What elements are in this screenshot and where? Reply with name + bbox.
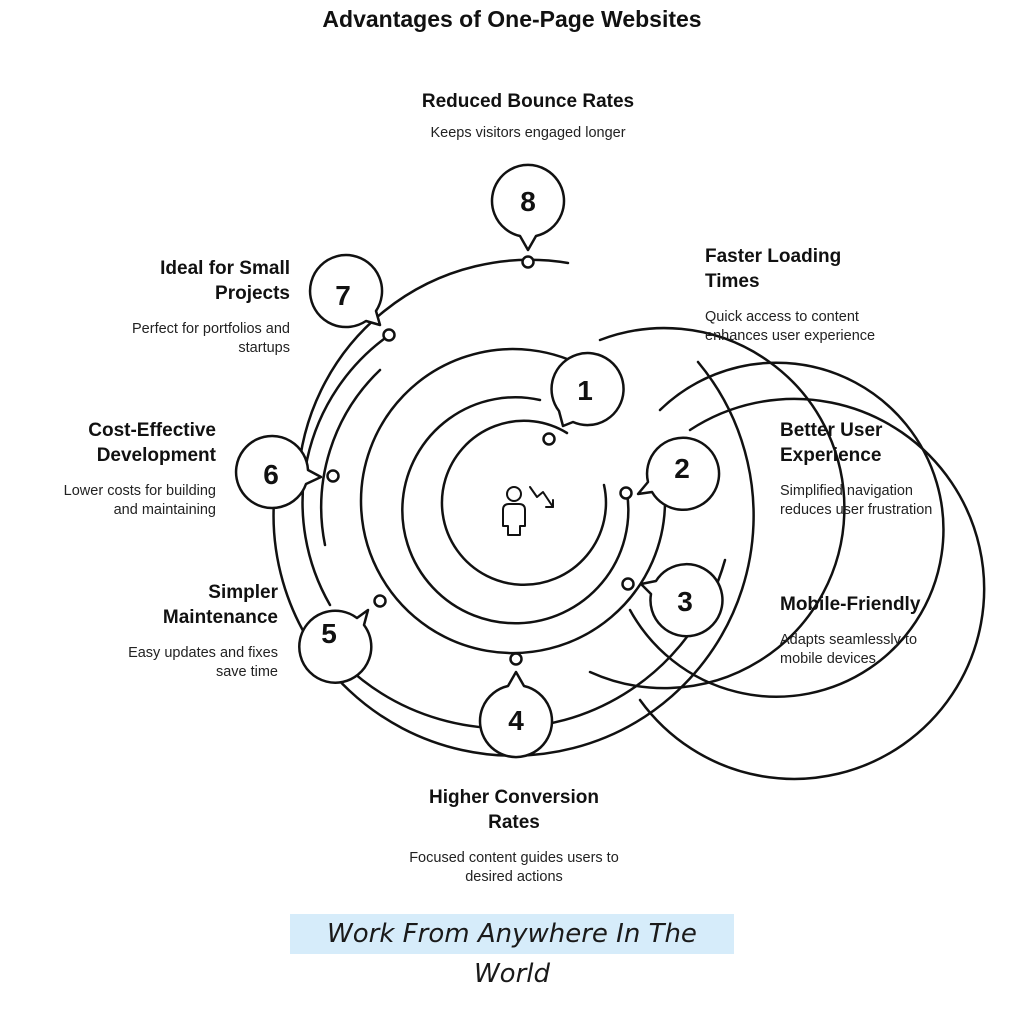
dot-6 <box>326 469 340 483</box>
bubble-4: 4 <box>478 670 554 759</box>
person-descending-trend-icon <box>502 486 554 536</box>
item-7-description: Perfect for portfolios and startups <box>132 321 290 356</box>
bubble-6: 6 <box>234 434 323 510</box>
item-1-description: Quick access to content enhances user ex… <box>705 309 876 344</box>
dot-7 <box>382 328 396 342</box>
ring-5 <box>588 326 846 690</box>
bubble-1: 1 <box>550 351 625 428</box>
item-1: Faster Loading Times Quick access to con… <box>705 244 895 345</box>
item-3: Mobile-Friendly Adapts seamlessly to mob… <box>780 592 945 668</box>
ring-8 <box>301 334 390 607</box>
ring-10 <box>296 258 570 482</box>
item-4-description: Focused content guides users to desired … <box>409 850 619 885</box>
bubble-7: 7 <box>308 253 384 329</box>
dot-2 <box>619 486 633 500</box>
ring-1 <box>440 419 608 586</box>
footer-banner: Work From Anywhere In The World <box>290 914 734 989</box>
bubble-number-7: 7 <box>335 280 351 311</box>
item-6: Cost-Effective Development Lower costs f… <box>40 418 216 519</box>
dot-1 <box>542 432 556 446</box>
bubble-number-1: 1 <box>577 375 593 406</box>
item-8-description: Keeps visitors engaged longer <box>430 125 626 141</box>
dot-3 <box>621 577 635 591</box>
item-2: Better User Experience Simplified naviga… <box>780 418 955 519</box>
item-6-description: Lower costs for building and maintaining <box>63 483 216 518</box>
item-4-title: Higher Conversion Rates <box>429 787 599 833</box>
bubble-number-6: 6 <box>263 459 279 490</box>
dot-4 <box>509 652 523 666</box>
diagram-title: Advantages of One-Page Websites <box>322 6 702 32</box>
item-7-title: Ideal for Small Projects <box>160 258 290 304</box>
item-5-title: Simpler Maintenance <box>162 582 278 628</box>
item-8-title: Reduced Bounce Rates <box>421 91 635 112</box>
bubble-number-5: 5 <box>321 618 337 649</box>
ring-7 <box>320 368 382 547</box>
item-1-title: Faster Loading Times <box>705 246 842 292</box>
ring-2 <box>401 396 630 625</box>
ring-6 <box>638 397 986 781</box>
item-5-description: Easy updates and fixes save time <box>128 645 278 680</box>
item-2-title: Better User Experience <box>780 420 883 466</box>
item-8: Reduced Bounce Rates Keeps visitors enga… <box>368 89 688 143</box>
bubble-5: 5 <box>298 608 373 684</box>
item-3-description: Adapts seamlessly to mobile devices <box>780 632 918 667</box>
number-bubbles: 1 2 3 4 5 6 7 8 <box>234 163 724 759</box>
item-6-title: Cost-Effective Development <box>88 420 216 466</box>
bubble-number-8: 8 <box>520 186 536 217</box>
bubble-number-2: 2 <box>674 453 690 484</box>
bubble-number-4: 4 <box>508 705 524 736</box>
bubble-8: 8 <box>490 163 566 252</box>
item-7: Ideal for Small Projects Perfect for por… <box>130 256 290 357</box>
item-4: Higher Conversion Rates Focused content … <box>404 785 624 886</box>
ring-3 <box>359 347 667 655</box>
item-5: Simpler Maintenance Easy updates and fix… <box>108 580 278 681</box>
dot-5 <box>373 594 387 608</box>
ring-11 <box>272 360 755 757</box>
item-2-description: Simplified navigation reduces user frust… <box>780 483 933 518</box>
dot-8 <box>521 255 535 269</box>
bubble-number-3: 3 <box>677 586 693 617</box>
bubble-2: 2 <box>636 436 721 511</box>
ring-4 <box>628 361 945 698</box>
connector-dots <box>326 255 635 666</box>
item-3-title: Mobile-Friendly <box>780 594 921 615</box>
bubble-3: 3 <box>639 562 724 638</box>
